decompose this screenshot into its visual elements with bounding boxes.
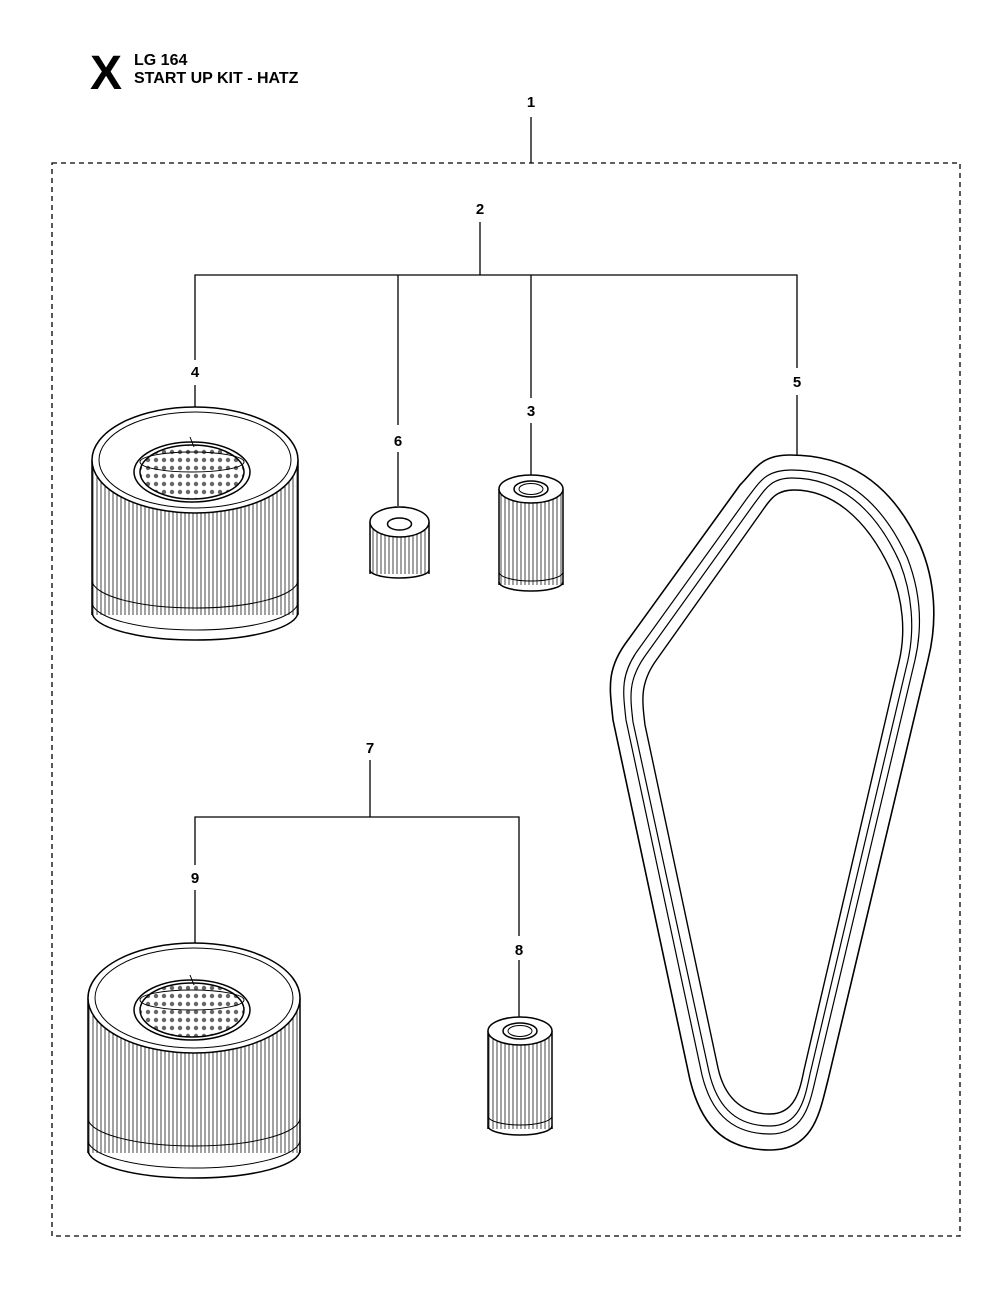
callout-4: 4	[191, 364, 200, 381]
callout-8: 8	[515, 942, 523, 959]
air-filter-large-upper	[91, 406, 299, 641]
leader-lines	[194, 117, 798, 1018]
air-filter-large-lower	[87, 942, 301, 1179]
oil-filter-lower	[487, 1016, 553, 1136]
callout-9: 9	[191, 870, 199, 887]
kit-boundary	[51, 162, 961, 1237]
callout-7: 7	[366, 740, 374, 757]
section-letter: X	[90, 47, 123, 100]
fuel-filter-small	[369, 506, 430, 579]
model-name: LG 164	[134, 52, 188, 69]
v-belt	[609, 454, 935, 1151]
callout-3: 3	[527, 403, 535, 420]
callout-6: 6	[394, 433, 402, 450]
callout-5: 5	[793, 374, 801, 391]
callout-2: 2	[476, 201, 484, 218]
diagram-title: START UP KIT - HATZ	[134, 70, 299, 87]
callout-1: 1	[527, 94, 535, 111]
oil-filter-upper	[498, 474, 564, 592]
